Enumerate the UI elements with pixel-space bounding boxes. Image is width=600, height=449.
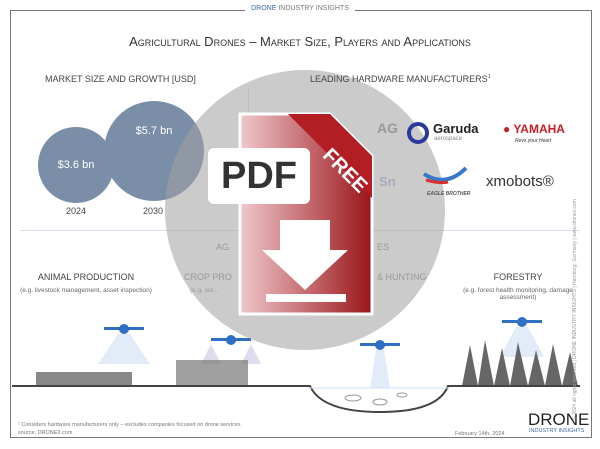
logo-xmobots: xmobots® [486, 173, 554, 190]
logo-yamaha-tagline: Revs your Heart [515, 138, 552, 144]
app-title: FORESTRY [493, 272, 543, 282]
landscape-illustration [12, 317, 580, 414]
crops-icon [176, 360, 248, 385]
download-arrow-icon [262, 220, 348, 290]
market-heading: MARKET SIZE AND GROWTH [USD] [45, 74, 196, 84]
ground-line [12, 385, 580, 414]
manufacturers-heading-text: LEADING HARDWARE MANUFACTURERS [310, 74, 488, 84]
logo-partial: AG [377, 120, 398, 136]
eagle-brother-logo-icon [422, 166, 468, 185]
app-title: CROP PRO [184, 272, 232, 282]
pdf-label: PDF [208, 148, 310, 204]
app-title: ANIMAL PRODUCTION [37, 272, 135, 282]
logo-eagle-brother: EAGLE BROTHER [427, 191, 471, 197]
garuda-logo-icon [407, 122, 429, 144]
source: source: DRONEII.com [18, 430, 73, 436]
applications-heading-start: AG [216, 242, 230, 252]
year-label: 2024 [65, 206, 87, 216]
logo-yamaha-text: YAMAHA [513, 122, 565, 136]
year-label: 2030 [142, 206, 164, 216]
footer-logo-sub: INDUSTRY INSIGHTS [529, 428, 585, 434]
livestock-icon [36, 372, 132, 385]
app-title: & HUNTING [377, 272, 427, 282]
logo-yamaha: ● YAMAHA [503, 122, 565, 136]
app-desc: (e.g. forest health monitoring, damage a… [463, 287, 573, 301]
manufacturers-heading: LEADING HARDWARE MANUFACTURERS1 [310, 74, 490, 84]
fish-icon [344, 392, 408, 406]
app-desc: (e.g. sol... [190, 287, 219, 294]
logo-garuda: Garuda [433, 121, 479, 136]
drone-icon [360, 340, 400, 388]
pdf-file-icon[interactable]: FREE [238, 110, 374, 320]
logo-partial-2: Sn [379, 174, 396, 189]
applications-heading-end: ES [377, 242, 390, 252]
brand-header: DRONE INDUSTRY INSIGHTS [0, 5, 600, 12]
app-desc: (e.g. livestock management, asset inspec… [20, 287, 152, 294]
side-copyright: © 2024 all rights reserved | DRONE INDUS… [572, 199, 578, 420]
page-title: Agricultural Drones – Market Size, Playe… [129, 34, 471, 49]
drone-icon [500, 317, 544, 357]
date: February 14th, 2024 [455, 431, 505, 437]
drone-icon [201, 335, 261, 364]
footer-logo: DRONE [528, 410, 590, 429]
brand-strong: DRONE [251, 5, 277, 12]
footnote-mark: 1 [487, 74, 491, 80]
bubble-2024: $3.6 bn [38, 127, 114, 203]
drone-icon [98, 324, 150, 364]
brand-rest: INDUSTRY INSIGHTS [276, 5, 349, 12]
footnote: ¹ Considers hardware manufacturers only … [18, 422, 241, 428]
forest-icon [462, 340, 578, 386]
logo-garuda-sub: aerospace [434, 136, 463, 142]
